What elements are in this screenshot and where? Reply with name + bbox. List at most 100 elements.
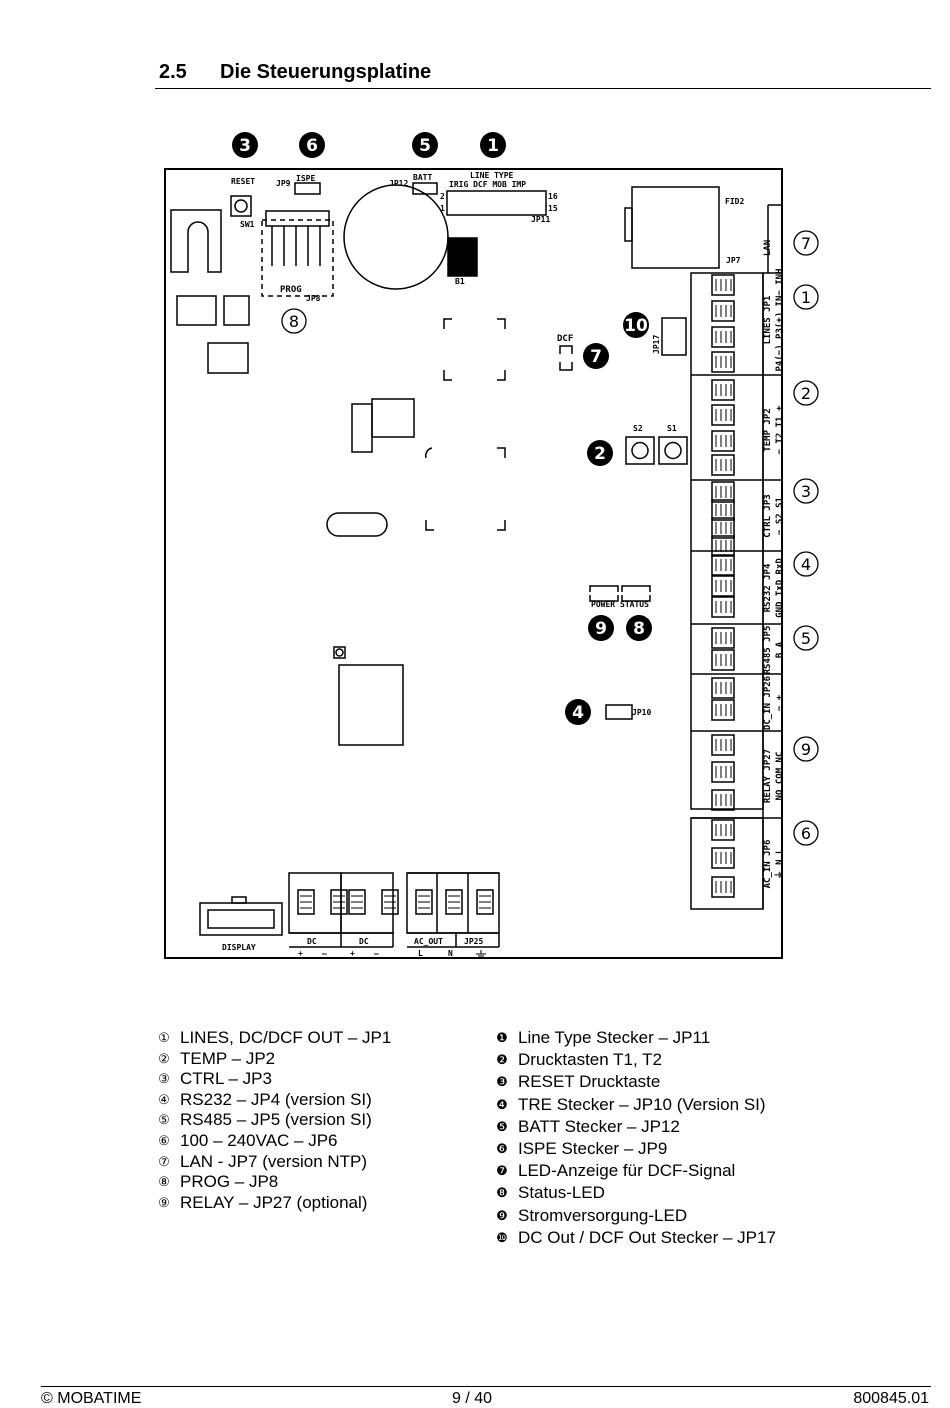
connector-label: CTRL JP3 — [763, 494, 773, 537]
legend-text: Line Type Stecker – JP11 — [518, 1028, 711, 1047]
connector-pins: − T2 T1 + — [775, 405, 785, 454]
label-jp25: JP25 — [464, 937, 483, 946]
legend-text: Stromversorgung-LED — [518, 1205, 688, 1225]
terminal-slot — [297, 889, 315, 915]
legend-marker: ④ — [158, 1091, 170, 1107]
terminal-slot — [711, 789, 735, 811]
svg-text:9: 9 — [595, 619, 607, 639]
section-number: 2.5 — [159, 61, 187, 83]
terminal-slot — [711, 499, 735, 521]
callout-outline-2: 2 — [793, 380, 819, 406]
legend-marker: ① — [158, 1030, 170, 1045]
legend-marker: ② — [158, 1050, 170, 1066]
terminal-slot — [330, 889, 348, 915]
terminal-slot — [711, 596, 735, 618]
connector-label: RS485 JP5 — [763, 626, 773, 675]
legend-text: Drucktasten T1, T2 — [518, 1050, 662, 1070]
legend-marker: ❽ — [496, 1185, 508, 1201]
label-display: DISPLAY — [222, 943, 256, 952]
chip — [338, 664, 404, 746]
terminal-slot — [711, 517, 735, 539]
label-pin2: 2 — [440, 192, 445, 201]
label-s2: S2 — [633, 424, 643, 433]
terminal-slot — [415, 889, 433, 915]
callout-filled-6: 6 — [299, 132, 325, 158]
power-led — [589, 585, 619, 602]
legend-text: TRE Stecker – JP10 (Version SI) — [518, 1094, 766, 1114]
svg-text:2: 2 — [594, 444, 606, 464]
label-line-type: LINE TYPE — [470, 171, 514, 180]
ispe-jumper — [294, 182, 321, 195]
label-fid2: FID2 — [725, 197, 744, 206]
terminal-slot — [711, 274, 735, 296]
callout-outline-8: 8 — [281, 308, 307, 334]
label-b1: B1 — [455, 277, 465, 286]
legend-text: TEMP – JP2 — [180, 1048, 276, 1068]
connector-pins: P4(−) P3(+) IN− INH — [775, 269, 785, 372]
label-ispe: ISPE — [296, 174, 315, 183]
jp17-header — [661, 317, 687, 356]
page-footer: © MOBATIME 9 / 40 800845.01 — [41, 1386, 931, 1407]
button-s2 — [625, 436, 655, 465]
label-jp8: JP8 — [306, 294, 321, 303]
section-title: Die Steuerungsplatine — [220, 61, 432, 83]
terminal-grid — [297, 274, 735, 915]
terminal-slot — [711, 404, 735, 426]
label-pin1: 1 — [440, 204, 445, 213]
display-connector — [199, 902, 283, 936]
terminal-slot — [711, 554, 735, 576]
connector-label: TEMP JP2 — [763, 408, 773, 451]
legend-marker: ❹ — [496, 1096, 508, 1112]
status-led — [621, 585, 651, 602]
label-jp17: JP17 — [652, 335, 661, 354]
legend-text: DC Out / DCF Out Stecker – JP17 — [518, 1227, 776, 1247]
batt-jumper — [412, 182, 438, 195]
capacitor-2 — [223, 295, 250, 326]
terminal-slot — [711, 300, 735, 322]
label-dc-1-minus: – — [322, 949, 327, 958]
label-pin16: 16 — [548, 192, 558, 201]
label-jp11: JP11 — [531, 215, 550, 224]
svg-text:3: 3 — [239, 136, 251, 156]
connector-pins: B A — [775, 641, 785, 658]
connector-pins: GND TxD RxD — [775, 558, 785, 618]
terminal-slot — [711, 677, 735, 699]
callout-filled-7: 7 — [583, 343, 609, 369]
label-dc-2: DC — [359, 937, 369, 946]
board-diagram: RESET SW1 JP9 ISPE JP12 BATT LINE TYPE I… — [164, 132, 819, 959]
line-type-header — [446, 190, 547, 216]
callout-filled-2: 2 — [587, 440, 613, 466]
jp10-header — [605, 704, 633, 720]
terminal-slot — [711, 761, 735, 783]
label-n: N — [448, 949, 453, 958]
label-jp9: JP9 — [276, 179, 291, 188]
svg-text:7: 7 — [801, 234, 811, 253]
legend-text: RESET Drucktaste — [518, 1072, 661, 1092]
svg-text:4: 4 — [572, 703, 584, 723]
legend-marker: ❺ — [496, 1118, 508, 1134]
legend-marker: ❿ — [496, 1229, 508, 1245]
label-dcf: DCF — [557, 334, 573, 344]
capacitor-3 — [207, 342, 249, 374]
label-jp7: JP7 — [726, 256, 741, 265]
label-pin15: 15 — [548, 204, 558, 213]
label-dc-2-minus: – — [374, 949, 379, 958]
label-status: STATUS — [620, 600, 649, 609]
pcb-outline — [164, 168, 783, 959]
label-line-type-options: IRIG DCF MOB IMP — [449, 180, 526, 189]
connector-label: LAN — [763, 240, 773, 256]
label-prog: PROG — [280, 285, 302, 295]
legend-marker: ⑧ — [158, 1174, 170, 1190]
label-batt: BATT — [413, 173, 432, 182]
label-reset: RESET — [231, 177, 255, 186]
section-heading: 2.5 Die Steuerungsplatine — [155, 58, 931, 89]
legend-text: BATT Stecker – JP12 — [518, 1116, 680, 1136]
terminal-slot — [711, 379, 735, 401]
label-s1: S1 — [667, 424, 677, 433]
terminal-slot — [445, 889, 463, 915]
legend-text: Status-LED — [518, 1183, 605, 1203]
svg-text:8: 8 — [633, 619, 645, 639]
terminal-slot — [711, 351, 735, 373]
connector-pins: − + — [775, 694, 785, 711]
svg-text:6: 6 — [801, 824, 811, 843]
